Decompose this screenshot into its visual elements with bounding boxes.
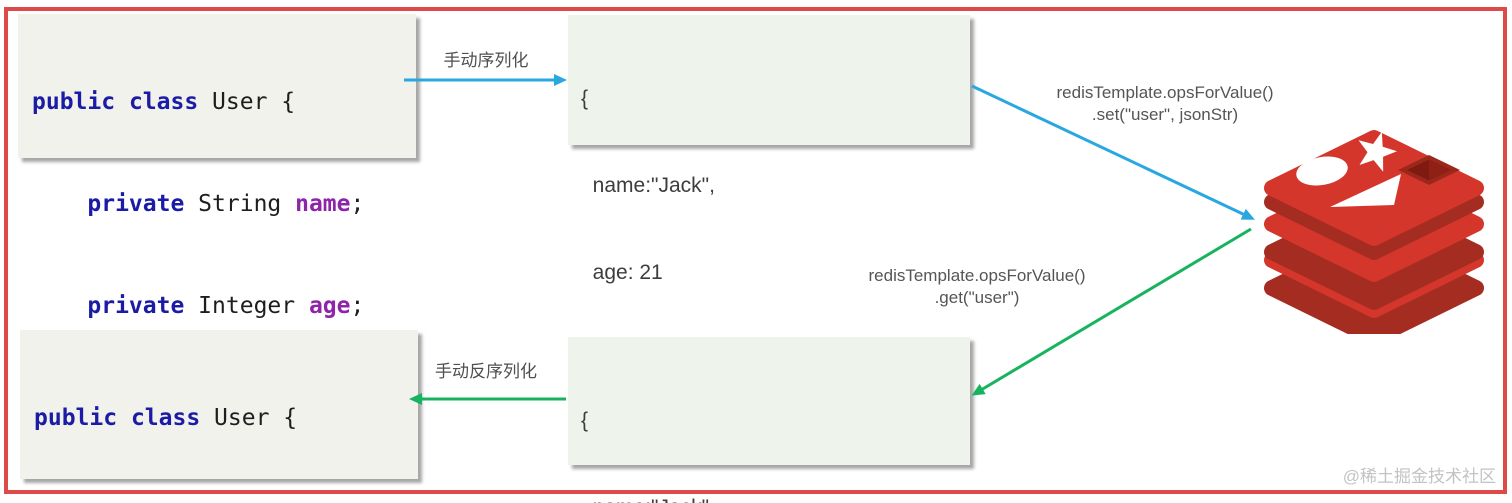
type-integer: Integer (184, 293, 309, 319)
watermark-text: @稀土掘金技术社区 (1342, 467, 1496, 486)
keyword-public: public (34, 405, 131, 431)
keyword-class: class (130, 405, 201, 431)
redis-set-call-label: redisTemplate.opsForValue() .set("user",… (1000, 82, 1330, 126)
java-class-box-bottom: public class User { private String name;… (20, 330, 418, 479)
deserialize-label: 手动反序列化 (435, 362, 537, 381)
code-line: private String name; (32, 187, 416, 221)
semicolon: ; (350, 293, 365, 319)
set-call-line2: .set("user", jsonStr) (1091, 105, 1239, 124)
get-call-line1: redisTemplate.opsForValue() (868, 266, 1086, 285)
class-name: User { (198, 89, 296, 115)
json-line: { (581, 87, 589, 110)
field-age: age (308, 293, 351, 319)
java-class-box-top: public class User { private String name;… (18, 14, 416, 421)
redis-get-arrow (971, 227, 1252, 396)
json-box-bottom: { name:"Jack", age: 21 } (568, 337, 970, 503)
json-box-top: { name:"Jack", age: 21 } (568, 15, 970, 371)
set-call-line1: redisTemplate.opsForValue() (1056, 83, 1274, 102)
code-line: private Integer age; (32, 289, 416, 323)
code-line: public class User { (32, 85, 416, 119)
keyword-private: private (32, 191, 185, 217)
type-string: String (184, 191, 296, 217)
json-line: name:"Jack", (581, 493, 970, 503)
serialize-label: 手动序列化 (443, 51, 529, 70)
class-name: User { (200, 405, 298, 431)
keyword-private: private (32, 293, 185, 319)
semicolon: ; (350, 191, 365, 217)
get-call-line2: .get("user") (934, 288, 1020, 307)
redis-get-call-label: redisTemplate.opsForValue() .get("user") (827, 265, 1127, 309)
json-line: { (581, 409, 589, 432)
redis-logo-top-shapes (1296, 131, 1460, 207)
json-line: name:"Jack", (581, 174, 715, 197)
keyword-public: public (32, 89, 129, 115)
code-line: public class User { (34, 401, 418, 435)
redis-logo-icon (1264, 130, 1484, 334)
field-name: name (295, 191, 351, 217)
keyword-class: class (128, 89, 199, 115)
json-line: age: 21 (581, 261, 663, 284)
